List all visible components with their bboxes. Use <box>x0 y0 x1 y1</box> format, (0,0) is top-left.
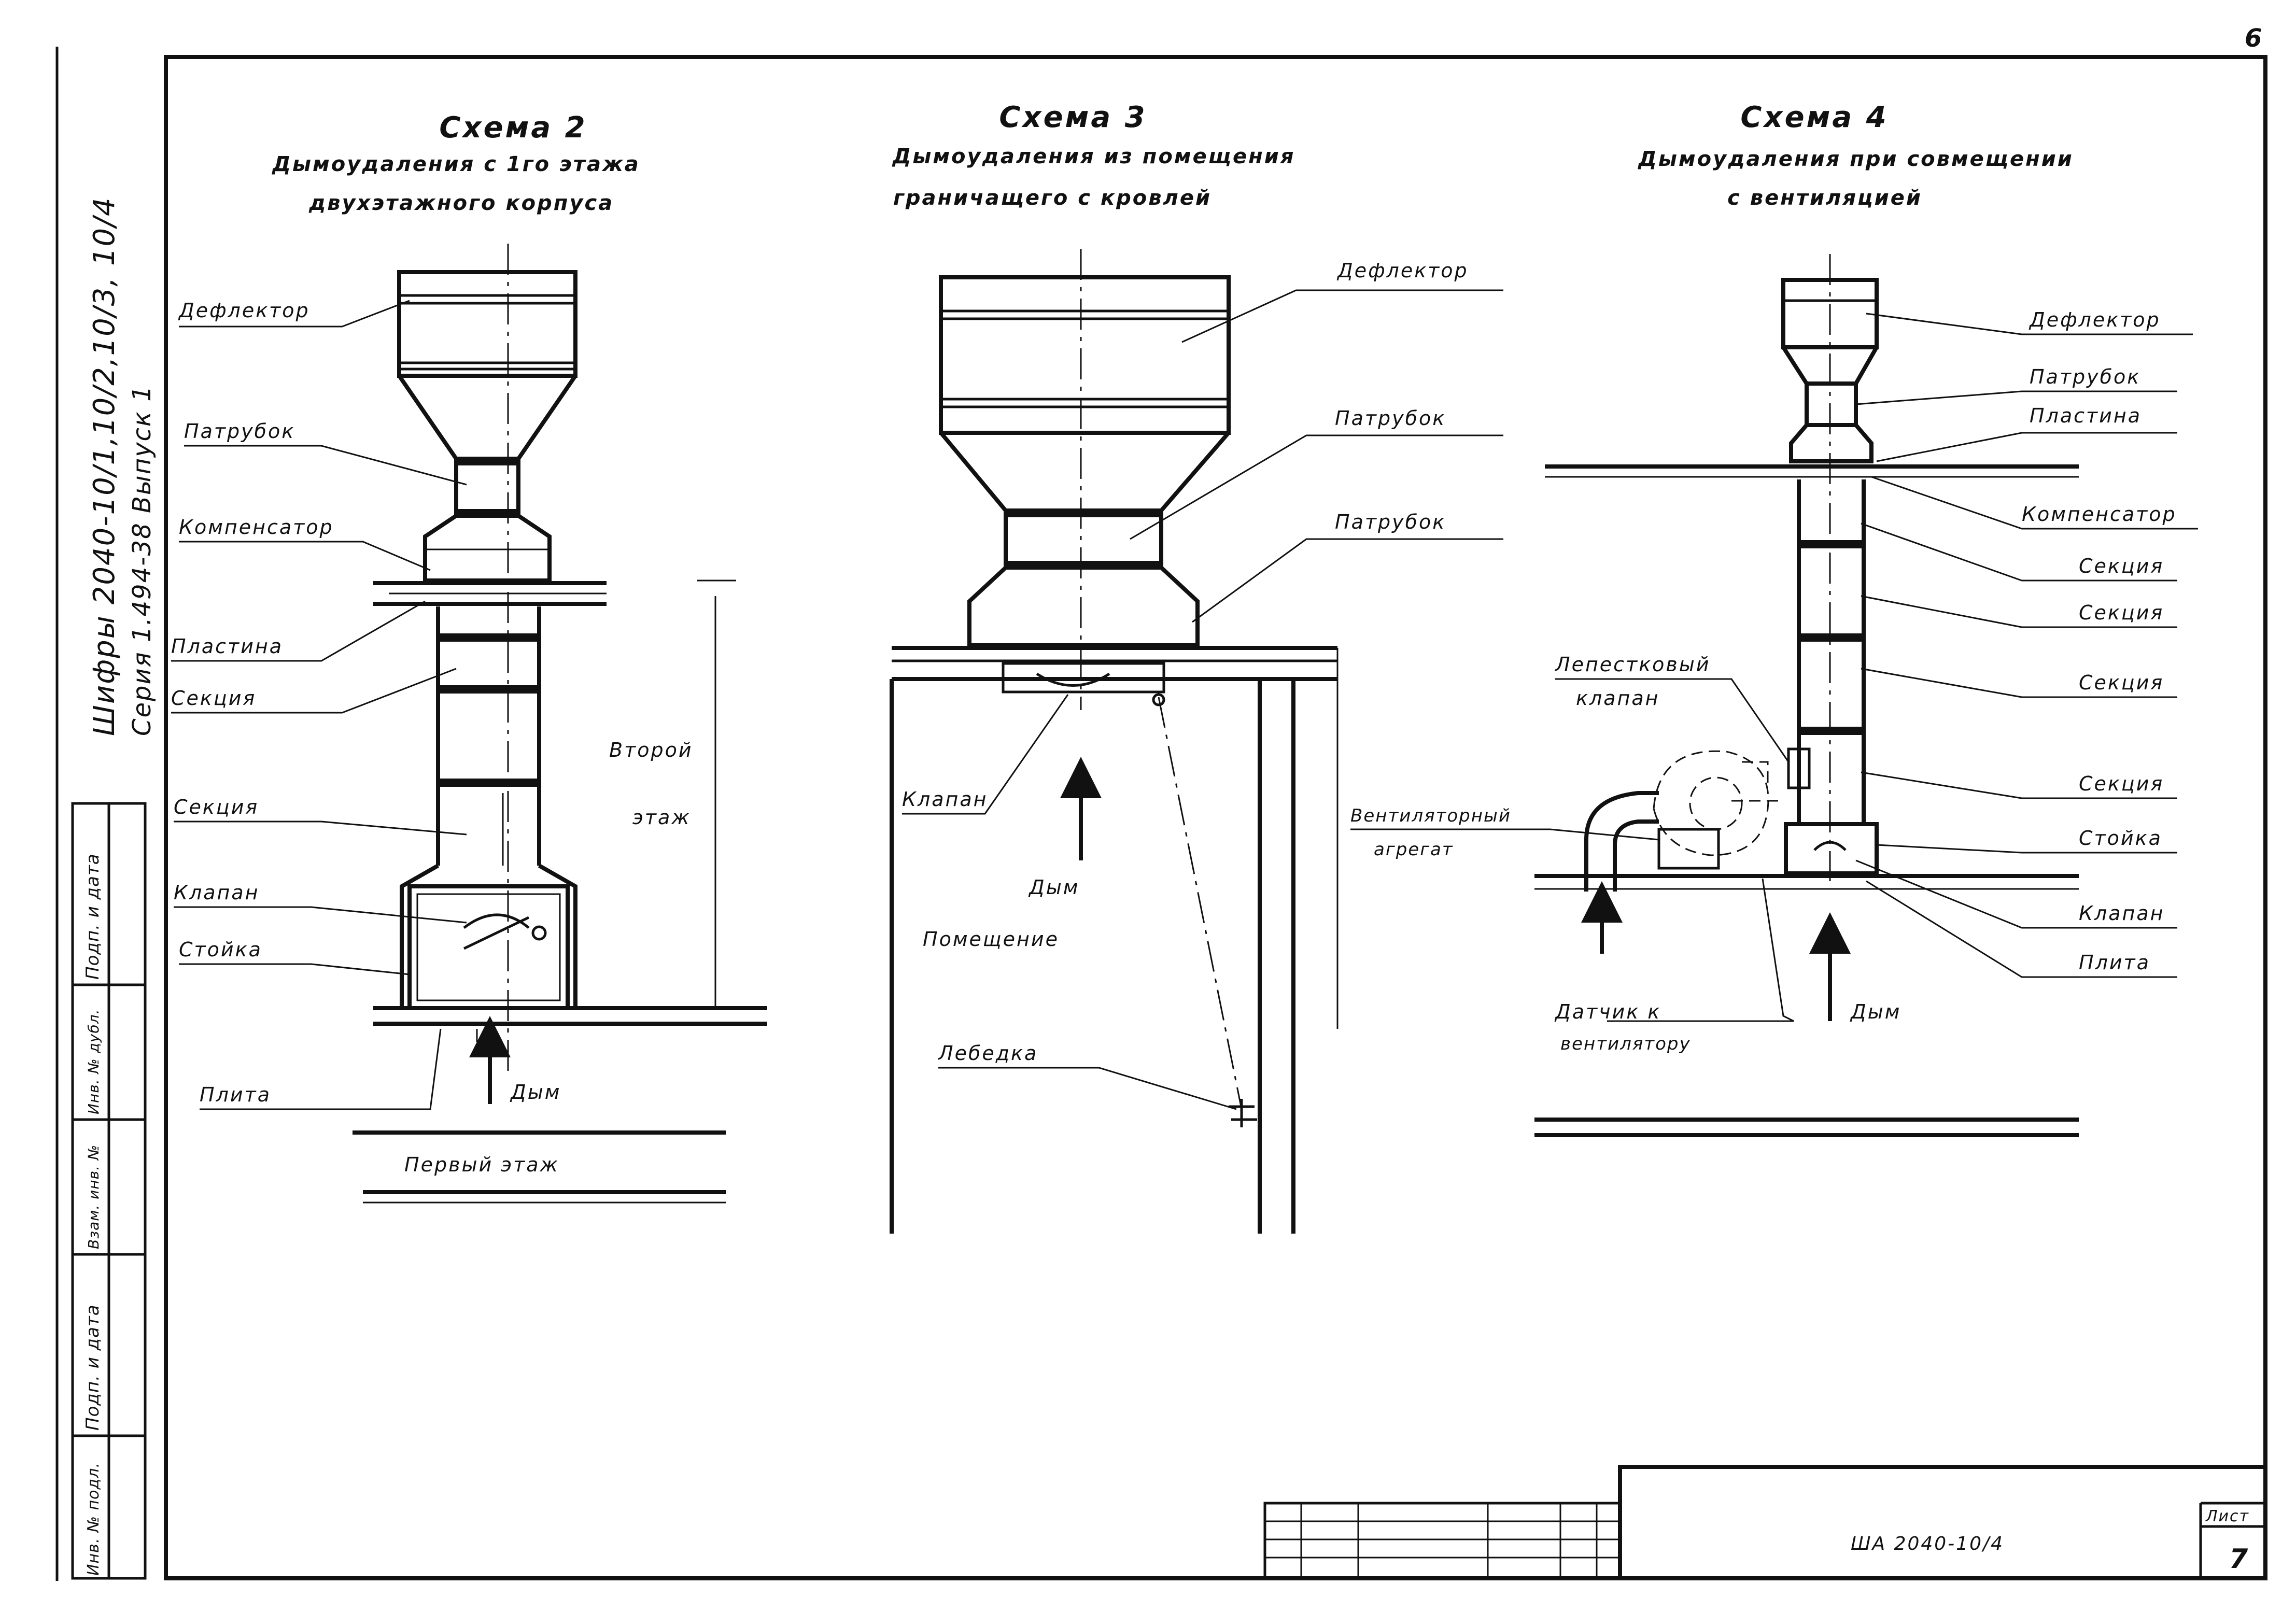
scheme-2-second-floor-1: Второй <box>609 739 693 761</box>
scheme-4-label-fan-unit-1: Вентиляторный <box>1350 805 1511 826</box>
side-cipher-line1: Шифры 2040-10/1,10/2,10/3, 10/4 <box>88 196 121 736</box>
scheme-4-smoke-label: Дым <box>1850 1000 1901 1023</box>
scheme-3-callouts: Дефлектор Патрубок Патрубок Клапан Лебед… <box>902 259 1503 1110</box>
scheme-2-duct <box>436 606 541 866</box>
scheme-4: Схема 4 Дымоудаления при совмещении с ве… <box>1350 101 2198 1137</box>
side-cipher-text: Шифры 2040-10/1,10/2,10/3, 10/4 Серия 1.… <box>88 196 157 736</box>
scheme-3-subtitle-1: Дымоудаления из помещения <box>892 145 1295 168</box>
scheme-2-label-plate: Пластина <box>171 635 283 658</box>
sheet-frame <box>55 47 2267 1581</box>
title-block-sheet-label: Лист <box>2205 1507 2249 1525</box>
scheme-2-nozzle <box>454 457 520 518</box>
scheme-2-label-nozzle: Патрубок <box>184 420 295 443</box>
scheme-4-label-sensor-1: Датчик к <box>1554 1000 1661 1023</box>
scheme-3-title: Схема 3 <box>999 101 1147 134</box>
scheme-4-label-valve: Клапан <box>2079 902 2165 925</box>
scheme-2-subtitle-1: Дымоудаления с 1го этажа <box>271 152 640 176</box>
scheme-3-room-label: Помещение <box>923 928 1059 951</box>
scheme-4-label-fan-unit-2: агрегат <box>1374 839 1454 860</box>
scheme-4-callouts: Дефлектор Патрубок Пластина Компенсатор … <box>1350 308 2198 1054</box>
scheme-2-subtitle-2: двухэтажного корпуса <box>308 191 614 215</box>
scheme-2-label-section-2: Секция <box>174 796 259 818</box>
scheme-4-label-petal-valve-1: Лепестковый <box>1554 653 1711 676</box>
scheme-3-label-deflector: Дефлектор <box>1336 259 1469 282</box>
scheme-2-compensator <box>423 514 552 583</box>
scheme-4-label-slab: Плита <box>2079 951 2150 974</box>
scheme-4-floor-slab <box>1534 874 2079 1137</box>
stamp-row-1: Подп. и дата <box>82 853 103 980</box>
scheme-2-label-valve: Клапан <box>174 881 260 904</box>
scheme-4-label-deflector: Дефлектор <box>2029 308 2161 331</box>
scheme-2-first-floor: Первый этаж <box>404 1153 559 1176</box>
scheme-2: Схема 2 Дымоудаления с 1го этажа двухэта… <box>171 111 767 1204</box>
scheme-2-room-wall <box>697 579 736 1008</box>
scheme-2-smoke-label: Дым <box>510 1081 561 1104</box>
scheme-3-room <box>890 648 1339 1234</box>
scheme-4-fan-unit <box>1584 750 1783 892</box>
scheme-2-label-deflector: Дефлектор <box>178 299 310 322</box>
scheme-3-subtitle-2: граничащего с кровлей <box>893 186 1212 210</box>
scheme-4-roof-slab <box>1545 464 2079 478</box>
scheme-4-label-section-3: Секция <box>2079 671 2164 694</box>
scheme-4-label-nozzle: Патрубок <box>2030 365 2140 388</box>
scheme-2-label-compensator: Компенсатор <box>179 516 334 539</box>
scheme-2-callouts: Дефлектор Патрубок Компенсатор Пластина … <box>171 299 467 1110</box>
scheme-3-cable <box>1158 697 1243 1110</box>
stamp-column <box>71 802 147 1580</box>
scheme-4-label-plate: Пластина <box>2030 404 2142 427</box>
scheme-4-nozzle <box>1805 381 1858 427</box>
stamp-row-5: Инв. № подл. <box>84 1462 103 1576</box>
scheme-3-transition <box>967 566 1200 647</box>
scheme-4-subtitle-1: Дымоудаления при совмещении <box>1637 147 2074 171</box>
scheme-3-label-winch: Лебедка <box>937 1042 1038 1065</box>
scheme-3-label-valve: Клапан <box>902 788 988 811</box>
scheme-4-label-compensator: Компенсатор <box>2022 503 2177 526</box>
scheme-4-title: Схема 4 <box>1740 101 1888 134</box>
scheme-4-subtitle-2: с вентиляцией <box>1727 186 1922 210</box>
stamp-row-4: Подп. и дата <box>82 1304 103 1431</box>
scheme-3-winch <box>1229 1099 1257 1127</box>
scheme-3-label-nozzle-1: Патрубок <box>1335 407 1446 430</box>
stamp-row-2: Взам. инв. № <box>85 1144 102 1249</box>
scheme-4-sensor-wire <box>1607 878 1794 1022</box>
title-block-code: ША 2040-10/4 <box>1851 1533 2004 1554</box>
scheme-2-label-slab: Плита <box>200 1083 271 1106</box>
scheme-3-roof-slab <box>892 646 1337 681</box>
scheme-4-duct <box>1787 479 1866 824</box>
scheme-2-valve-box <box>400 864 577 1010</box>
scheme-2-label-section-1: Секция <box>171 687 256 710</box>
scheme-2-label-stand: Стойка <box>179 938 262 961</box>
scheme-4-label-petal-valve-2: клапан <box>1576 687 1660 710</box>
scheme-3-nozzle <box>1004 508 1163 570</box>
sheet-corner-number: 6 <box>2245 24 2264 53</box>
stamp-row-3: Инв. № дубл. <box>85 1009 102 1114</box>
scheme-3-smoke-label: Дым <box>1028 876 1079 899</box>
scheme-3-deflector <box>939 275 1231 513</box>
scheme-4-label-stand: Стойка <box>2079 827 2162 850</box>
side-cipher-line2: Серия 1.494-38 Выпуск 1 <box>128 385 157 736</box>
scheme-4-label-section-1: Секция <box>2079 555 2164 577</box>
scheme-2-deflector <box>397 270 577 461</box>
scheme-3: Схема 3 Дымоудаления из помещения гранич… <box>890 101 1503 1234</box>
title-block <box>1263 1465 2267 1580</box>
scheme-3-valve-body <box>1002 662 1165 694</box>
scheme-2-title: Схема 2 <box>439 111 587 145</box>
scheme-2-second-floor-2: этаж <box>632 806 691 829</box>
title-block-sheet-number: 7 <box>2229 1544 2250 1575</box>
scheme-2-roof-slab <box>373 581 607 606</box>
scheme-2-floor-slab <box>373 1006 767 1026</box>
scheme-4-label-sensor-2: вентилятору <box>1560 1034 1691 1054</box>
scheme-3-label-nozzle-2: Патрубок <box>1335 511 1446 533</box>
scheme-4-label-section-2: Секция <box>2079 601 2164 624</box>
scheme-4-label-section-4: Секция <box>2079 772 2164 795</box>
scheme-4-valve-stand <box>1784 822 1879 875</box>
